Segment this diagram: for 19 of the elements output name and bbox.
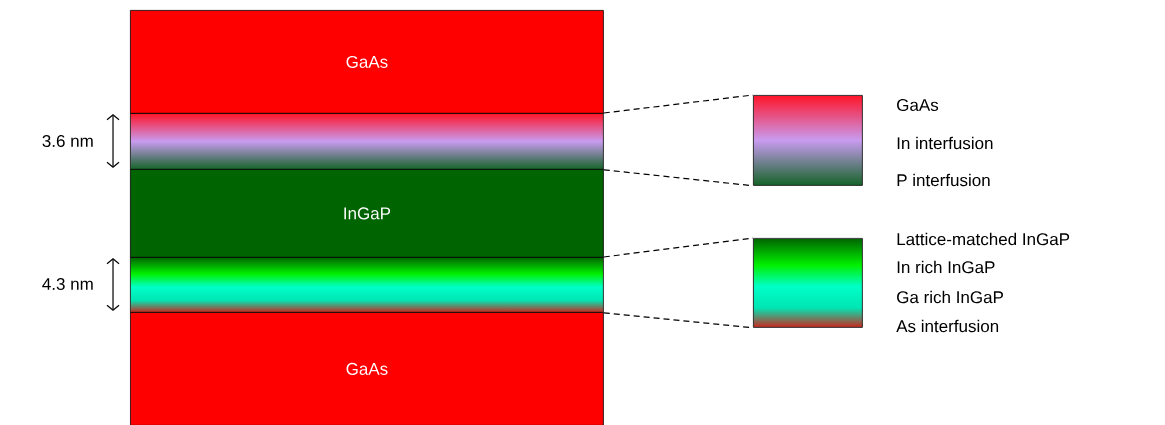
layer-label: Ga rich InGaP bbox=[897, 290, 1003, 304]
layer-label: Lattice-matched InGaP bbox=[897, 232, 1070, 246]
dimension-label: 4.3 nm bbox=[42, 277, 93, 290]
layer-label: As interfusion bbox=[896, 319, 999, 333]
interface-band bbox=[130, 113, 604, 170]
layer-label: In interfusion bbox=[897, 136, 993, 150]
dashed-line bbox=[603, 169, 754, 187]
layer-label: In rich InGaP bbox=[897, 260, 995, 274]
layer-label: P interfusion bbox=[897, 173, 990, 187]
interface-band bbox=[130, 257, 604, 313]
dashed-line bbox=[603, 94, 754, 114]
layer-label: GaAs bbox=[897, 99, 939, 111]
inset-swatch bbox=[753, 238, 863, 328]
layer-band: GaAs bbox=[130, 10, 604, 114]
dashed-line bbox=[603, 237, 754, 258]
inset-swatch bbox=[753, 95, 863, 186]
layer-band: InGaP bbox=[130, 169, 604, 258]
layer-band: GaAs bbox=[130, 312, 604, 425]
dimension-label: 3.6 nm bbox=[42, 134, 93, 147]
